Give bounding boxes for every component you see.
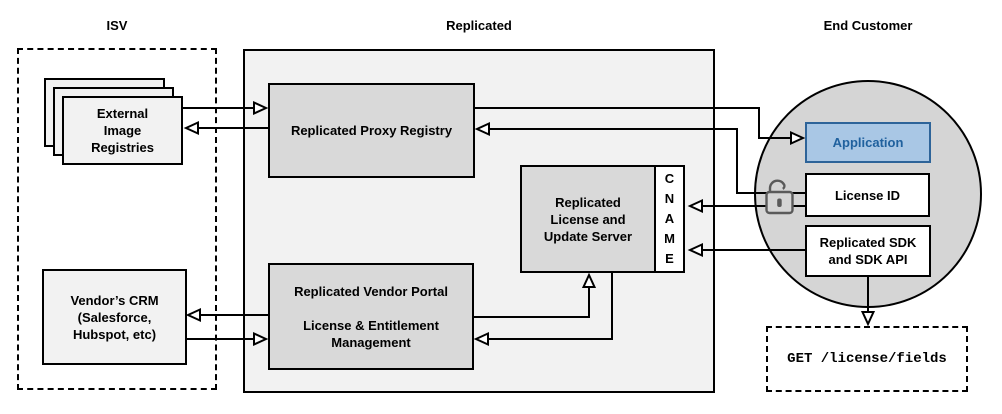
node-cname: CNAME	[654, 165, 685, 273]
node-replicated-proxy-registry: Replicated Proxy Registry	[268, 83, 475, 178]
isv-section-label: ISV	[106, 18, 128, 33]
node-replicated-vendor-portal: Replicated Vendor Portal License & Entit…	[268, 263, 474, 370]
node-license-id: License ID	[805, 173, 930, 217]
node-external-image-registries: External Image Registries	[62, 96, 183, 165]
node-get-license-fields: GET /license/fields	[766, 326, 968, 392]
isv-section-box	[17, 48, 217, 390]
node-application: Application	[805, 122, 931, 163]
node-replicated-sdk: Replicated SDK and SDK API	[805, 225, 931, 277]
replicated-section-label: Replicated	[446, 18, 512, 33]
cname-label: CNAME	[664, 171, 675, 266]
node-replicated-license-update-server: Replicated License and Update Server	[520, 165, 656, 273]
node-vendors-crm: Vendor’s CRM (Salesforce, Hubspot, etc)	[42, 269, 187, 365]
end-customer-section-label: End Customer	[823, 18, 913, 33]
